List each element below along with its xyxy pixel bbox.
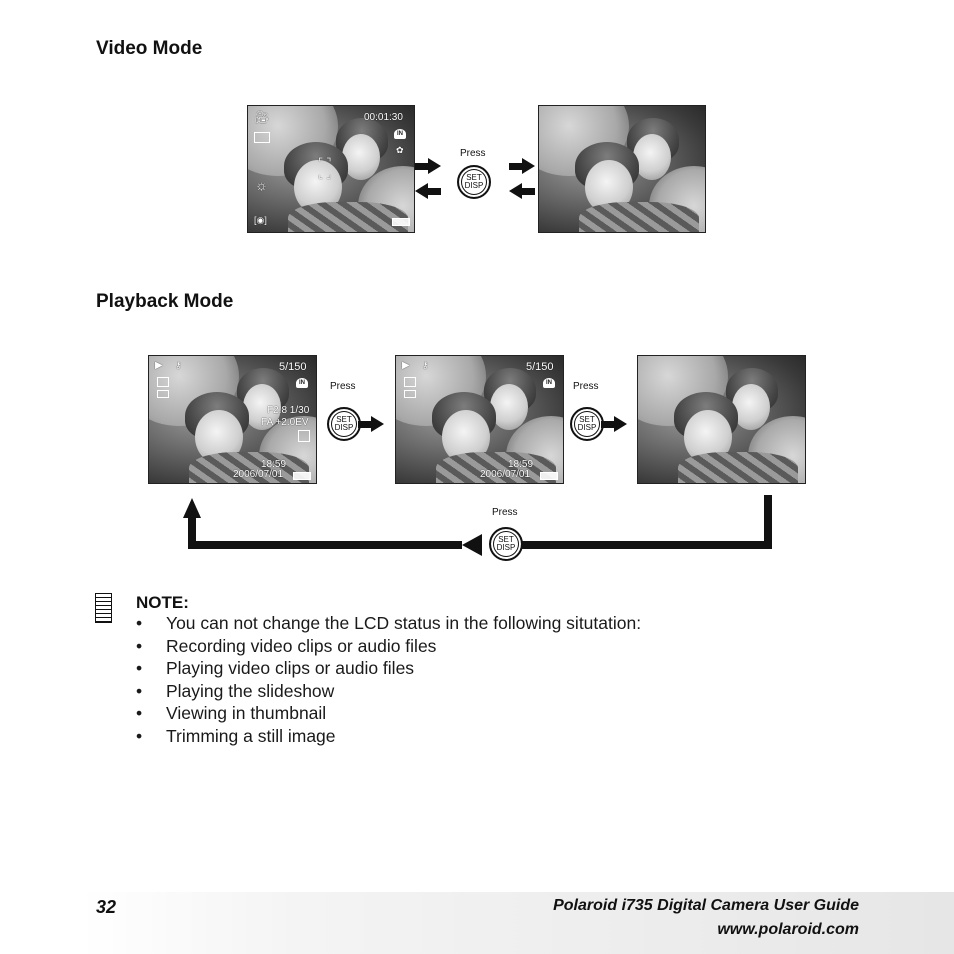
press-label: Press	[492, 507, 518, 518]
focus-bracket-bottom-icon: ⌞ ⌟	[318, 169, 332, 181]
quality-icon	[157, 390, 169, 398]
note-item-text: You can not change the LCD status in the…	[166, 613, 642, 633]
arrow-right-icon	[415, 158, 441, 174]
bullet: •	[136, 725, 143, 746]
arrow-right-icon	[509, 158, 535, 174]
battery-icon	[293, 472, 311, 480]
set-label: SET	[579, 415, 595, 424]
video-mode-title: Video Mode	[96, 38, 203, 59]
guide-title: Polaroid i735 Digital Camera User Guide	[553, 897, 859, 914]
disp-label: DISP	[496, 543, 516, 552]
arrow-up-icon	[183, 498, 201, 518]
bullet: •	[136, 703, 143, 724]
resolution-icon	[404, 377, 416, 387]
set-disp-button[interactable]: SET DISP	[570, 407, 604, 441]
playback-icon: ▶	[155, 360, 163, 371]
internal-memory-icon: IN	[394, 129, 406, 139]
arrow-left-icon	[462, 534, 482, 556]
capture-time: 18:59	[261, 459, 287, 470]
arrow-left-icon	[415, 183, 441, 199]
return-line-right	[764, 495, 772, 549]
set-label: SET	[466, 173, 482, 182]
note-title: NOTE:	[136, 593, 189, 612]
internal-memory-icon: IN	[296, 378, 308, 388]
capture-time: 18:59	[508, 459, 534, 470]
battery-icon	[392, 218, 410, 226]
capture-date: 2006/07/01	[480, 469, 531, 480]
battery-icon	[540, 472, 558, 480]
focus-bracket-icon: ⌜ ⌝	[318, 157, 332, 169]
list-item: • Trimming a still image	[136, 725, 641, 748]
disp-label: DISP	[334, 423, 354, 432]
playback-lcd-screen-clean	[637, 355, 806, 484]
resolution-icon	[157, 377, 169, 387]
return-line-left	[188, 516, 196, 549]
video-timecode: 00:01:30	[364, 112, 403, 123]
image-counter: 5/150	[526, 361, 554, 373]
notepad-icon	[95, 593, 112, 623]
return-line-bottom-left	[188, 541, 462, 549]
set-label: SET	[498, 535, 514, 544]
disp-label: DISP	[464, 181, 484, 190]
bullet: •	[136, 658, 143, 679]
list-item: • Viewing in thumbnail	[136, 702, 641, 725]
playback-mode-title: Playback Mode	[96, 291, 234, 312]
quality-icon	[404, 390, 416, 398]
list-item: • Playing the slideshow	[136, 680, 641, 703]
bullet: •	[136, 613, 143, 633]
set-disp-button[interactable]: SET DISP	[489, 527, 523, 561]
website-link[interactable]: www.polaroid.com	[717, 921, 859, 938]
footer-bar	[80, 892, 954, 954]
note-item-text: Playing the slideshow	[166, 680, 335, 701]
protect-key-icon: ⚷	[422, 360, 429, 370]
arrow-right-icon	[601, 416, 627, 432]
metering-icon: [◉]	[254, 215, 267, 225]
histogram-icon	[298, 430, 310, 442]
press-label: Press	[460, 148, 486, 159]
set-disp-button[interactable]: SET DISP	[457, 165, 491, 199]
playback-lcd-screen-full: ▶ ⚷ 5/150 IN F2.8 1/30 FA +2.0EV 18:59 2…	[148, 355, 317, 484]
playback-icon: ▶	[402, 360, 410, 371]
image-counter: 5/150	[279, 361, 307, 373]
bullet: •	[136, 680, 143, 701]
return-line-bottom-right	[522, 541, 772, 549]
video-camera-icon: 🎥︎	[254, 110, 270, 124]
bullet: •	[136, 635, 143, 656]
video-lcd-screen-osd: 🎥︎ 00:01:30 IN ✿ ⌜ ⌝ ⌞ ⌟ ☼ [◉]	[247, 105, 415, 233]
exposure-info-line1: F2.8 1/30	[267, 405, 310, 416]
list-item: • You can not change the LCD status in th…	[136, 612, 641, 635]
list-item: • Recording video clips or audio files	[136, 635, 641, 658]
note-item-text: Viewing in thumbnail	[166, 703, 327, 724]
playback-lcd-screen-basic: ▶ ⚷ 5/150 IN 18:59 2006/07/01	[395, 355, 564, 484]
set-label: SET	[336, 415, 352, 424]
macro-icon: ✿	[396, 145, 404, 155]
disp-label: DISP	[577, 423, 597, 432]
white-balance-sun-icon: ☼	[255, 177, 268, 193]
note-list: • You can not change the LCD status in th…	[136, 612, 641, 748]
page-number: 32	[96, 897, 117, 917]
exposure-info-line2: FA +2.0EV	[261, 417, 309, 428]
press-label: Press	[330, 381, 356, 392]
note-item-text: Playing video clips or audio files	[166, 658, 415, 679]
internal-memory-icon: IN	[543, 378, 555, 388]
video-lcd-screen-clean	[538, 105, 706, 233]
set-disp-button[interactable]: SET DISP	[327, 407, 361, 441]
list-item: • Playing video clips or audio files	[136, 657, 641, 680]
press-label: Press	[573, 381, 599, 392]
resolution-icon	[254, 132, 270, 143]
note-item-text: Recording video clips or audio files	[166, 635, 437, 656]
arrow-left-icon	[509, 183, 535, 199]
protect-key-icon: ⚷	[175, 360, 182, 370]
note-item-text: Trimming a still image	[166, 725, 336, 746]
arrow-right-icon	[358, 416, 384, 432]
capture-date: 2006/07/01	[233, 469, 284, 480]
